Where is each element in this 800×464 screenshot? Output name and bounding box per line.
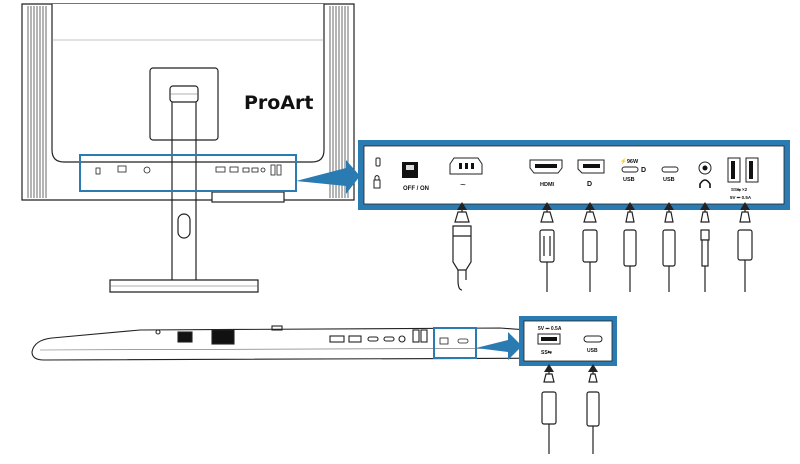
usb-a-hub-icon	[727, 157, 759, 183]
kensington-lock-icon	[373, 157, 381, 189]
side-mini-ports	[439, 337, 469, 345]
hdmi-cable	[539, 205, 555, 292]
callout-arrow-bottom	[476, 332, 522, 360]
side-usb-c-port-icon	[583, 335, 603, 343]
usb-c-port-icon	[661, 166, 679, 173]
power-cord-cable	[452, 205, 472, 291]
side-usb-c-label: USB	[587, 348, 598, 354]
usb-c-96w-port-icon	[621, 166, 639, 173]
dp-alt-mode-icon: D	[641, 167, 646, 174]
power-switch-label: OFF / ON	[403, 186, 429, 192]
brand-logo: ProArt	[244, 92, 314, 114]
power-switch-icon	[402, 162, 418, 178]
audio-cable	[700, 205, 710, 292]
ac-label: ~	[460, 180, 466, 191]
rear-panel-callout	[358, 140, 790, 210]
mini-ports	[95, 164, 282, 176]
side-cables	[541, 364, 600, 454]
side-usb-a-label: SS⇆	[541, 349, 553, 356]
displayport-cable	[582, 205, 598, 292]
left-vent	[27, 6, 47, 198]
side-panel-callout	[519, 316, 617, 366]
monitor-back-view	[21, 3, 355, 293]
usb-c-96w-cable	[623, 205, 637, 292]
port-area-highlight	[79, 154, 297, 192]
hdmi-port-icon	[529, 159, 563, 174]
usb-a-hub-top-label: SS⇆ ×2	[731, 186, 748, 193]
side-port-highlight	[433, 327, 477, 359]
hdmi-label: HDMI	[540, 182, 555, 188]
displayport-port-icon	[577, 159, 605, 174]
side-usb-c-cable	[586, 366, 600, 454]
displayport-label: D	[587, 181, 592, 188]
callout-arrow-top	[296, 160, 360, 194]
ac-power-in-icon	[449, 157, 483, 175]
usb-c-96w-label: USB	[623, 177, 635, 183]
side-usb-a-power-label: 5V ⎓ 0.5A	[538, 326, 562, 332]
usb-c-label: USB	[663, 177, 675, 183]
usb-a-hub-power-label: 5V ⎓ 0.5A	[730, 195, 752, 200]
earphone-jack-icon	[698, 161, 712, 188]
usb-c-96w-top-label: ⚡96W	[620, 158, 639, 165]
side-usb-a-cable	[541, 366, 557, 454]
rear-cables	[452, 202, 753, 292]
usb-a-cable	[737, 205, 753, 292]
usb-c-cable	[662, 205, 676, 292]
side-usb-a-port-icon	[537, 333, 561, 345]
